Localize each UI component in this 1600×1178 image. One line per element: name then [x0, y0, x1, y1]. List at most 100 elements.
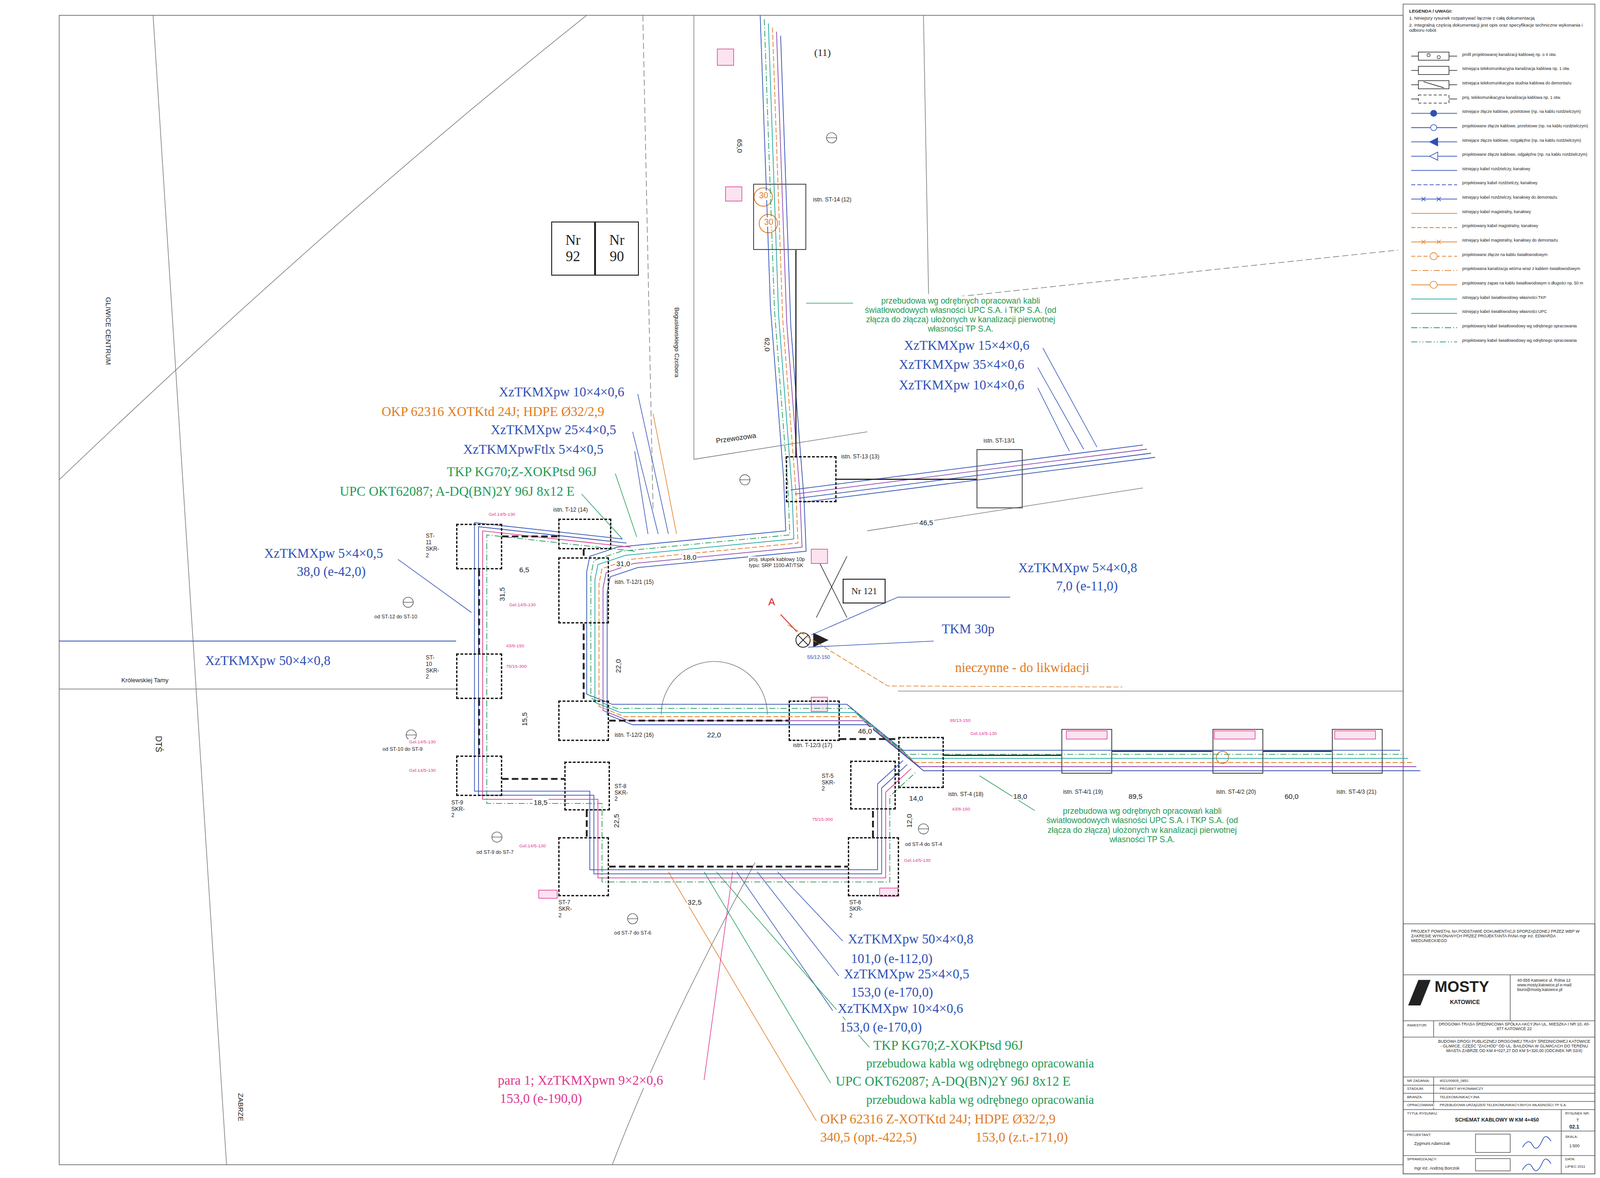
house-number: Nr 121 — [851, 585, 878, 597]
cable-manhole: istn. T-12/3 (17) — [788, 700, 840, 742]
cable-label: XzTKMXpw 5×4×0,5 — [263, 546, 385, 562]
cable-manhole: istn. T-12 (14) — [558, 518, 612, 550]
field-name: DATA: — [1564, 1157, 1576, 1162]
legend-sample — [1411, 298, 1457, 300]
field-value: DROGOWA TRASA ŚREDNICOWA SPÓŁKA AKCYJNA … — [1436, 1021, 1592, 1032]
legend-text: istniejąca telekomunikacyjna kanalizacja… — [1462, 66, 1593, 71]
cable-line — [803, 457, 1156, 503]
field-value: PRZEBUDOWA URZĄDZEŃ TELEKOMUNIKACYJNYCH … — [1438, 1103, 1568, 1108]
note: 1. Niniejszy rysunek rozpatrywać łącznie… — [1408, 15, 1589, 21]
leader-line — [397, 303, 1123, 1121]
street-name: Przewozowa — [714, 430, 758, 445]
joint-code: Gel.14/5-130 — [487, 511, 517, 517]
dimension: 65,0 — [735, 138, 745, 154]
legend-sample — [1411, 184, 1457, 186]
duct-connector — [502, 777, 565, 780]
reserve-number: 30 — [758, 190, 769, 201]
legend-sample — [1411, 227, 1457, 229]
manhole-label: istn. ST-4/2 (20) — [1215, 789, 1257, 796]
cable-manhole: ST-6 SKR-2 — [847, 837, 899, 897]
duct-connector — [582, 549, 585, 558]
joint-code: Gel.14/5-130 — [903, 857, 932, 863]
field-name: PROJEKTANT: — [1406, 1133, 1432, 1138]
legend-text: projektowany kabel światłowodowy wg odrę… — [1462, 323, 1593, 329]
direction-label: GLIWICE CENTRUM — [103, 296, 113, 366]
joint-code: 95/13-150 — [948, 717, 972, 723]
cable-label: TKP KG70;Z-XOKPtsd 96J — [445, 464, 598, 480]
dimension: 18,0 — [681, 553, 698, 562]
duct-connector — [836, 478, 977, 480]
dimension: 6,5 — [518, 565, 531, 575]
manhole-label: ST-7 SKR-2 — [557, 899, 574, 919]
legend-text: projektowane złącze kablowe, odgałęźne (… — [1462, 152, 1593, 157]
field-value: TELEKOMUNIKACYJNA — [1438, 1095, 1481, 1100]
legend-sample — [1411, 212, 1457, 214]
legend-text: istniejący kabel światłowodowy własności… — [1462, 309, 1593, 314]
duct-connector — [872, 809, 874, 838]
dimension: 60,0 — [1283, 792, 1300, 801]
cable-length: 38,0 (e-42,0) — [296, 564, 368, 580]
cable-label: OKP 62316 Z-XOTKtd 24J; HDPE Ø32/2,9 — [819, 1111, 1057, 1128]
joint-code: Gel.14/5-130 — [408, 767, 437, 773]
road-name: DTŚ — [153, 734, 164, 754]
duct-connector — [609, 865, 848, 868]
fibre-reserve-circle — [754, 187, 1229, 764]
field-value: BUDOWA DROGI PUBLICZNEJ DROGOWEJ TRASY Ś… — [1436, 1038, 1592, 1053]
cable-line — [486, 534, 916, 882]
pole-note: proj. słupek kablowy 10p typu: SRP 1100-… — [748, 556, 811, 568]
house-number: Nr — [565, 232, 581, 249]
field-value: 1:500 — [1568, 1143, 1581, 1149]
cable-label: XzTKMXpw 25×4×0,5 — [489, 422, 617, 438]
cable-manhole: ST-7 SKR-2 — [558, 837, 610, 897]
manhole-label: istn. T-12/2 (16) — [613, 732, 655, 739]
callout-letter: A — [767, 595, 776, 608]
rebuild-note: przebudowa wg odrębnych opracowań kabli … — [1036, 806, 1248, 845]
manhole-label: ST-10 SKR-2 — [424, 654, 441, 681]
legend-sample — [1411, 138, 1457, 147]
manhole-label: ST-6 SKR-2 — [848, 899, 864, 919]
manhole-label: ST-5 SKR-2 — [820, 773, 837, 793]
route-note: od ST-9 do ST-7 — [475, 849, 515, 856]
legend-text: istniejący kabel rozdzielczy, kanałowy — [1462, 166, 1593, 172]
reserve-number: 30 — [763, 217, 775, 227]
manhole-label: istn. ST-14 (12) — [812, 196, 853, 204]
field-name: STADIUM: — [1406, 1087, 1425, 1092]
legend-sample — [1411, 196, 1457, 201]
cable-length: 153,0 (e-190,0) — [498, 1091, 583, 1107]
legend-text: projektowane złącze kablowe, przelotowe … — [1462, 123, 1593, 129]
field-value: mgr inż. Andrzej Borczok — [1413, 1165, 1461, 1171]
legend-sample — [1411, 169, 1457, 171]
route-note: od ST-12 do ST-10 — [373, 613, 419, 620]
duct-connector — [477, 699, 480, 755]
legend-sample — [1411, 270, 1457, 271]
legend-text: istniejący kabel rozdzielczy, kanałowy d… — [1462, 194, 1593, 200]
cable-manhole: ST-10 SKR-2 — [456, 653, 502, 700]
joint-code: 43/8-150 — [950, 806, 971, 812]
dimension: 15,5 — [520, 711, 529, 728]
legend-sample — [1411, 95, 1457, 104]
cable-label: XzTKMXpw 10×4×0,6 — [898, 377, 1026, 394]
duct-connector — [585, 810, 588, 838]
joint-code: Gel.14/5-130 — [508, 602, 537, 608]
duct-connector — [943, 754, 1062, 757]
legend-sample — [1411, 66, 1457, 75]
field-name: SPRAWDZAJĄCY: — [1406, 1157, 1438, 1162]
field-name: SKALA: — [1564, 1135, 1579, 1140]
cable-line — [598, 27, 1413, 763]
dimension: 18,0 — [1012, 792, 1029, 801]
cable-label: XzTKMXpw 15×4×0,6 — [903, 338, 1031, 354]
legend-sample — [1411, 152, 1457, 161]
manhole-label: istn. T-12/1 (15) — [613, 579, 655, 586]
cable-length: 153,0 (e-170,0) — [838, 1019, 923, 1036]
cable-label: TKM 30p — [940, 621, 996, 638]
joint-code: 75/15-300 — [811, 816, 834, 822]
cable-line — [474, 522, 903, 870]
dimension: 14,0 — [907, 794, 924, 803]
legend-text: projektowana kanalizacja wtórna wraz z k… — [1462, 266, 1593, 271]
street-name: Bogusławskiego Czcibora — [673, 306, 681, 379]
house-number: 90 — [609, 248, 624, 265]
manhole-label: istn. T-12 (14) — [552, 506, 589, 514]
cable-manhole: istn. ST-4/1 (19) — [1061, 728, 1113, 774]
legend-sample — [1411, 281, 1457, 289]
direction-label: ZABRZE — [236, 1092, 246, 1123]
